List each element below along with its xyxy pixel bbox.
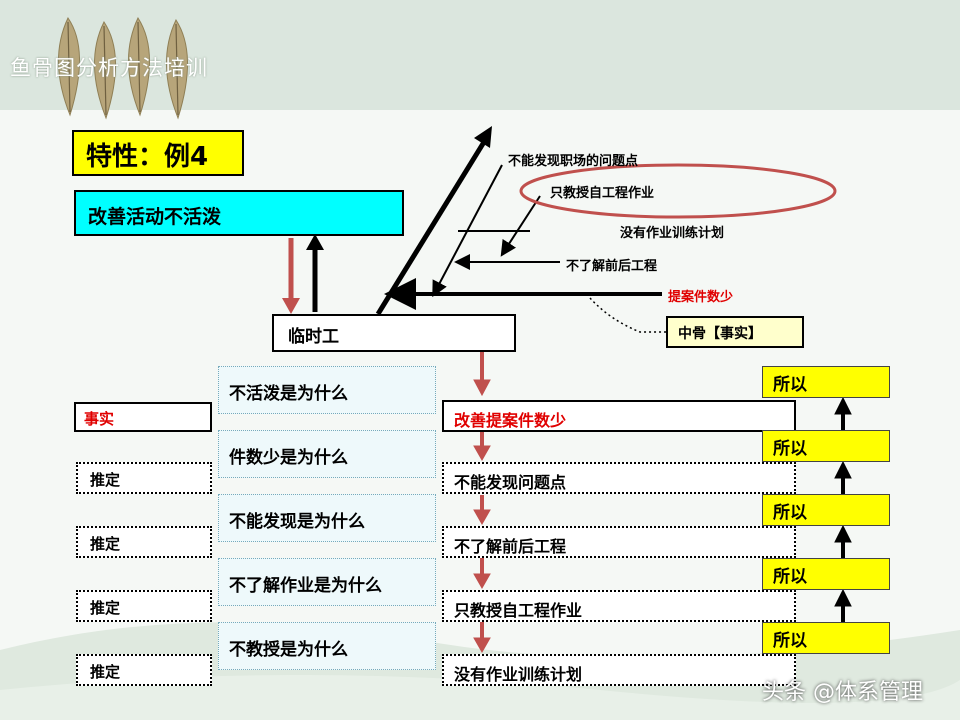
question-1: 不活泼是为什么 (218, 366, 436, 414)
therefore-1: 所以 (762, 366, 890, 398)
question-4: 不了解作业是为什么 (218, 558, 436, 606)
chain-item-3: 不了解前后工程 (442, 526, 796, 558)
heading-example: 特性：例4 (72, 130, 244, 176)
header-background (0, 0, 960, 110)
temp-worker-box: 临时工 (272, 314, 516, 352)
infer-label-2: 推定 (76, 526, 212, 558)
effect-box: 改善活动不活泼 (74, 190, 404, 236)
chain-item-5: 没有作业训练计划 (442, 654, 796, 686)
chain-item-2: 不能发现问题点 (442, 462, 796, 494)
therefore-5: 所以 (762, 622, 890, 654)
bone-label-4: 不了解前后工程 (566, 259, 658, 274)
fact-label: 事实 (74, 402, 212, 432)
question-3: 不能发现是为什么 (218, 494, 436, 542)
chain-item-1: 改善提案件数少 (442, 400, 796, 432)
infer-label-3: 推定 (76, 590, 212, 622)
middle-bone-box: 中骨【事实】 (666, 316, 804, 348)
therefore-4: 所以 (762, 558, 890, 590)
page-title: 鱼骨图分析方法培训 (10, 56, 208, 80)
watermark: 头条 @体系管理 (762, 680, 923, 705)
therefore-2: 所以 (762, 430, 890, 462)
question-5: 不教授是为什么 (218, 622, 436, 670)
therefore-3: 所以 (762, 494, 890, 526)
bone-label-3: 没有作业训练计划 (620, 226, 725, 241)
infer-label-1: 推定 (76, 462, 212, 494)
bone-label-2: 只教授自工程作业 (550, 186, 655, 201)
bone-label-1: 不能发现职场的问题点 (508, 154, 639, 169)
bone-label-5: 提案件数少 (668, 290, 734, 305)
infer-label-4: 推定 (76, 654, 212, 686)
question-2: 件数少是为什么 (218, 430, 436, 478)
chain-item-4: 只教授自工程作业 (442, 590, 796, 622)
